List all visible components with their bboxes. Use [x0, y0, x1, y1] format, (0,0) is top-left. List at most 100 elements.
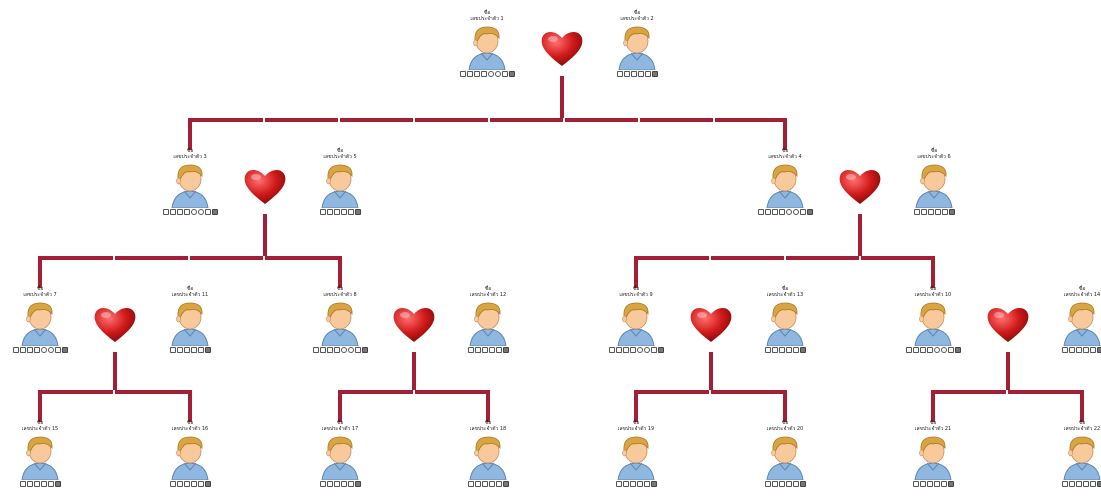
edit-icon[interactable] — [475, 481, 481, 487]
edit-icon[interactable] — [624, 71, 630, 77]
photo-icon[interactable] — [609, 347, 615, 353]
link-icon[interactable] — [474, 71, 480, 77]
person-node[interactable]: ชื่อเลขประจำตัว 1 — [447, 10, 527, 86]
edit-icon[interactable] — [772, 481, 778, 487]
person-node[interactable]: ชื่อเลขประจำตัว 4 — [745, 148, 825, 224]
person-node[interactable]: ชื่อเลขประจำตัว 20 — [745, 420, 825, 496]
photo-icon[interactable] — [170, 481, 176, 487]
photo-icon[interactable] — [1062, 347, 1068, 353]
photo-icon[interactable] — [906, 347, 912, 353]
photo-icon[interactable] — [758, 209, 764, 215]
view-icon[interactable] — [651, 347, 657, 353]
photo-icon[interactable] — [468, 481, 474, 487]
link-icon[interactable] — [184, 481, 190, 487]
photo-icon[interactable] — [617, 71, 623, 77]
person-node[interactable]: ชื่อเลขประจำตัว 9 — [596, 286, 676, 362]
user-icon[interactable] — [638, 71, 644, 77]
view-icon[interactable] — [198, 481, 204, 487]
user-icon[interactable] — [630, 347, 636, 353]
person-node[interactable]: ชื่อเลขประจำตัว 16 — [150, 420, 230, 496]
link-icon[interactable] — [334, 209, 340, 215]
edit-icon[interactable] — [616, 347, 622, 353]
photo-icon[interactable] — [163, 209, 169, 215]
spouse-icon[interactable] — [41, 347, 47, 353]
user-icon[interactable] — [786, 481, 792, 487]
link-icon[interactable] — [34, 481, 40, 487]
user-icon[interactable] — [184, 209, 190, 215]
photo-icon[interactable] — [914, 209, 920, 215]
photo-icon[interactable] — [460, 71, 466, 77]
edit-icon[interactable] — [327, 209, 333, 215]
view-icon[interactable] — [55, 347, 61, 353]
view-icon[interactable] — [496, 481, 502, 487]
delete-icon[interactable] — [55, 481, 61, 487]
delete-icon[interactable] — [355, 209, 361, 215]
delete-icon[interactable] — [1097, 481, 1101, 487]
user-icon[interactable] — [927, 347, 933, 353]
view-icon[interactable] — [948, 347, 954, 353]
photo-icon[interactable] — [468, 347, 474, 353]
edit-icon[interactable] — [765, 209, 771, 215]
link-icon[interactable] — [177, 209, 183, 215]
spouse-icon[interactable] — [637, 347, 643, 353]
user-icon[interactable] — [489, 347, 495, 353]
photo-icon[interactable] — [1062, 481, 1068, 487]
view-icon[interactable] — [348, 481, 354, 487]
photo-icon[interactable] — [765, 481, 771, 487]
edit-icon[interactable] — [623, 481, 629, 487]
photo-icon[interactable] — [20, 481, 26, 487]
person-node[interactable]: ชื่อเลขประจำตัว 18 — [448, 420, 528, 496]
link-icon[interactable] — [1076, 347, 1082, 353]
user-icon[interactable] — [34, 347, 40, 353]
delete-icon[interactable] — [62, 347, 68, 353]
edit-icon[interactable] — [327, 481, 333, 487]
person-node[interactable]: ชื่อเลขประจำตัว 22 — [1042, 420, 1101, 496]
view-icon[interactable] — [644, 481, 650, 487]
user-icon[interactable] — [481, 71, 487, 77]
edit-icon[interactable] — [320, 347, 326, 353]
edit-icon[interactable] — [177, 481, 183, 487]
user-icon[interactable] — [1083, 347, 1089, 353]
edit-icon[interactable] — [1069, 347, 1075, 353]
person-node[interactable]: ชื่อเลขประจำตัว 15 — [0, 420, 80, 496]
person-node[interactable]: ชื่อเลขประจำตัว 11 — [150, 286, 230, 362]
delete-icon[interactable] — [807, 209, 813, 215]
user-icon[interactable] — [934, 481, 940, 487]
view-icon[interactable] — [48, 481, 54, 487]
person-node[interactable]: ชื่อเลขประจำตัว 13 — [745, 286, 825, 362]
photo-icon[interactable] — [313, 347, 319, 353]
edit-icon[interactable] — [913, 347, 919, 353]
person-node[interactable]: ชื่อเลขประจำตัว 2 — [597, 10, 677, 86]
delete-icon[interactable] — [651, 481, 657, 487]
edit-icon[interactable] — [20, 347, 26, 353]
spouse-icon[interactable] — [191, 209, 197, 215]
photo-icon[interactable] — [616, 481, 622, 487]
view-icon[interactable] — [645, 71, 651, 77]
view-icon[interactable] — [793, 481, 799, 487]
person-node[interactable]: ชื่อเลขประจำตัว 8 — [300, 286, 380, 362]
user-icon[interactable] — [341, 209, 347, 215]
link-icon[interactable] — [482, 481, 488, 487]
user-icon[interactable] — [786, 347, 792, 353]
user-icon[interactable] — [341, 481, 347, 487]
spouse-icon[interactable] — [934, 347, 940, 353]
view-icon[interactable] — [800, 209, 806, 215]
edit-icon[interactable] — [772, 347, 778, 353]
delete-icon[interactable] — [652, 71, 658, 77]
delete-icon[interactable] — [355, 481, 361, 487]
link-icon[interactable] — [928, 209, 934, 215]
user-icon[interactable] — [489, 481, 495, 487]
link-icon[interactable] — [779, 347, 785, 353]
view-icon[interactable] — [793, 347, 799, 353]
spouse-icon[interactable] — [341, 347, 347, 353]
link-icon[interactable] — [184, 347, 190, 353]
photo-icon[interactable] — [170, 347, 176, 353]
person-node[interactable]: ชื่อเลขประจำตัว 7 — [0, 286, 80, 362]
link-icon[interactable] — [630, 481, 636, 487]
link-icon[interactable] — [927, 481, 933, 487]
photo-icon[interactable] — [913, 481, 919, 487]
user-icon[interactable] — [1083, 481, 1089, 487]
spouse-icon[interactable] — [488, 71, 494, 77]
edit-icon[interactable] — [170, 209, 176, 215]
person-node[interactable]: ชื่อเลขประจำตัว 21 — [893, 420, 973, 496]
